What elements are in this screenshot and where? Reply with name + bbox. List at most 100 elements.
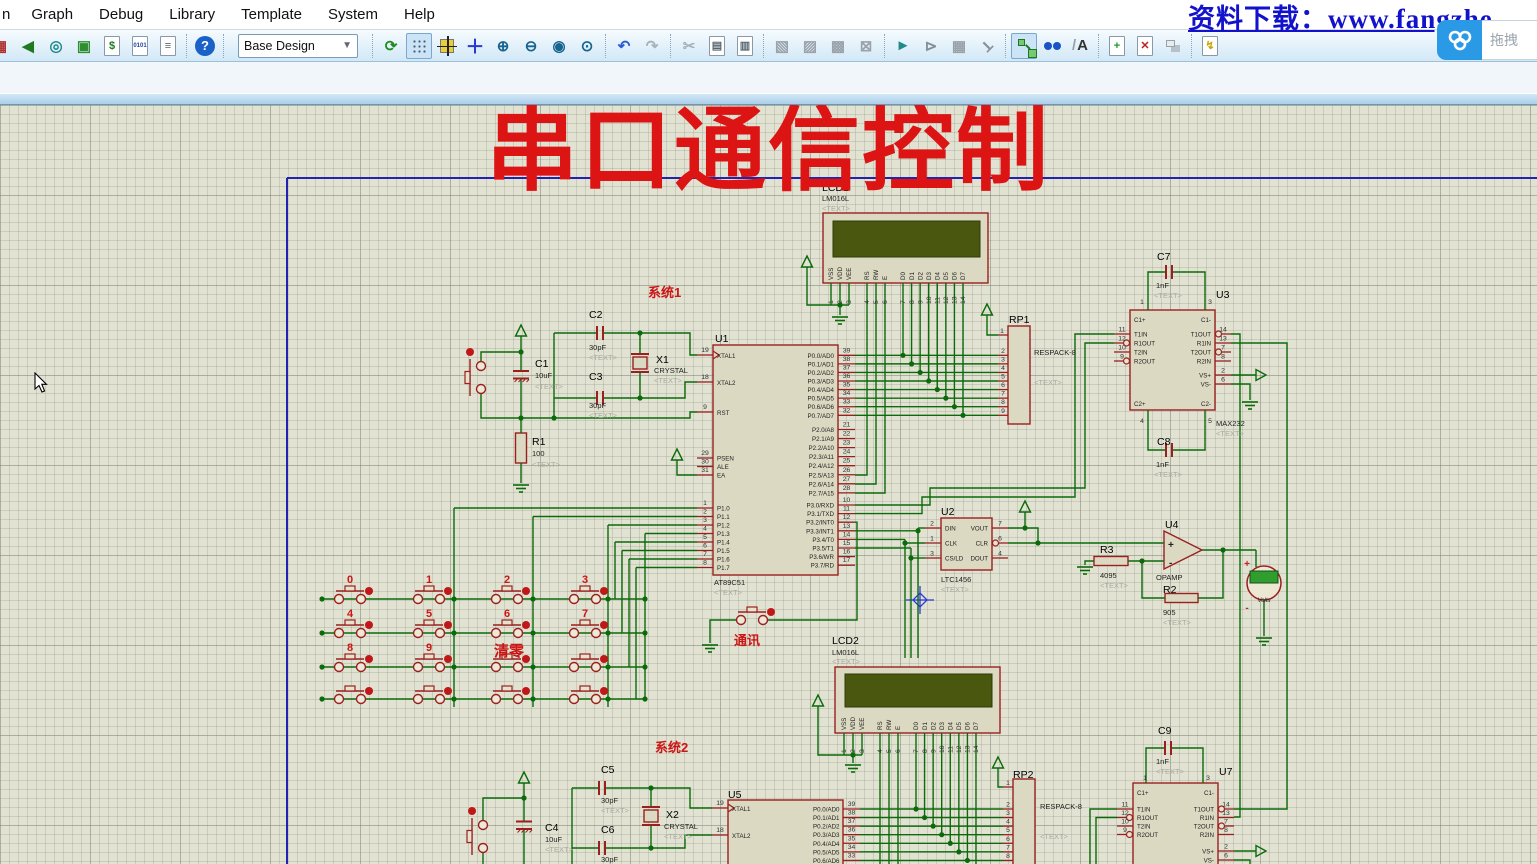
component-bodies[interactable] [286,177,1537,864]
sheet-title[interactable]: 串口通信控制 [485,100,1050,202]
keypad-button[interactable] [412,593,424,605]
property-assignment-icon[interactable]: A [1067,33,1093,59]
copy-icon[interactable]: ▤ [704,33,730,59]
electrical-check-icon[interactable]: ↯ [1197,33,1223,59]
menu-item-debug[interactable]: Debug [99,6,144,23]
new-sheet-icon[interactable]: + [1104,33,1130,59]
menu-item-system[interactable]: System [327,6,378,23]
keypad-button[interactable] [735,614,747,626]
keypad-button[interactable] [757,614,769,626]
keypad-button[interactable] [355,661,367,673]
menu-item-template[interactable]: Template [241,6,302,23]
keypad-button[interactable] [490,661,502,673]
text-report-icon[interactable]: ≡ [155,33,181,59]
block-move-icon[interactable]: ▨ [802,37,818,55]
pick-parts-icon[interactable]: ► [895,37,911,54]
menu-item-library[interactable]: Library [169,6,216,23]
zoom-area-icon[interactable]: ⊙ [580,37,594,55]
block-delete-icon[interactable]: ⊠ [859,37,873,55]
keypad-button[interactable] [512,627,524,639]
pan-icon[interactable]: ＋ [465,37,485,58]
r1-body[interactable] [514,432,528,464]
menu-item-graph[interactable]: Graph [31,6,74,23]
comm-label[interactable]: 通讯 [734,633,760,648]
find-component-icon[interactable]: ◎ [49,37,63,55]
redo-icon[interactable]: ↷ [645,37,659,55]
keypad-button[interactable] [568,661,580,673]
make-device-icon[interactable]: ⊳ [924,37,938,55]
menu-item-n[interactable]: n [2,6,11,23]
keypad-button[interactable] [412,693,424,705]
block-copy-icon[interactable]: ▧ [774,37,790,55]
decompose-icon[interactable]: T [977,36,997,55]
component-mode-icon[interactable]: ▦ [0,33,13,59]
origin-icon[interactable] [434,33,460,59]
prev-view-icon[interactable]: ◀ [22,37,34,55]
keypad-button[interactable] [590,693,602,705]
rp1-body[interactable] [1007,325,1031,425]
keypad-button[interactable] [434,593,446,605]
cut-icon[interactable]: ✂ [682,37,696,55]
keypad-button[interactable] [590,627,602,639]
keypad-button[interactable] [333,593,345,605]
packaging-tool-icon[interactable]: ▦ [951,37,967,55]
clear-label[interactable]: 清零 [494,642,525,660]
keypad-button[interactable] [490,627,502,639]
keypad-button[interactable] [333,661,345,673]
u5-body[interactable] [727,799,844,864]
u1-body[interactable] [712,344,839,576]
zoom-extents-icon[interactable]: ◉ [552,37,566,55]
keypad-button[interactable] [333,627,345,639]
system1-label[interactable]: 系统1 [648,285,681,300]
keypad-button[interactable] [590,661,602,673]
r3-body[interactable] [1093,555,1129,567]
goto-sheet-icon[interactable] [1160,33,1186,59]
grid-toggle-icon[interactable] [406,32,432,59]
keypad-button[interactable] [434,661,446,673]
u2-body[interactable] [940,517,993,571]
search-tag-icon[interactable] [1039,33,1065,59]
rp2-body[interactable] [1012,778,1036,864]
block-rotate-icon[interactable]: ▩ [830,37,846,55]
keypad-button[interactable] [590,593,602,605]
remove-sheet-icon[interactable]: ✕ [1132,33,1158,59]
keypad-button[interactable] [412,627,424,639]
binary-log-icon[interactable]: 0101 [127,33,153,59]
reset-button[interactable] [477,819,489,831]
zoom-out-icon[interactable]: ⊖ [524,37,538,55]
keypad-button[interactable] [568,593,580,605]
cloud-icon[interactable] [1437,20,1482,60]
keypad-button[interactable] [490,693,502,705]
keypad-button[interactable] [512,693,524,705]
u4-opamp-triangle[interactable] [1163,529,1204,571]
keypad-button[interactable] [512,661,524,673]
pcb-layout-icon[interactable]: ▣ [76,37,92,55]
design-combo[interactable]: Base Design ▼ [238,33,358,58]
keypad-button[interactable] [568,693,580,705]
keypad-button[interactable] [568,627,580,639]
menu-item-help[interactable]: Help [404,6,435,23]
keypad-button[interactable] [512,593,524,605]
reset-button[interactable] [477,842,489,854]
keypad-button[interactable] [412,661,424,673]
keypad-button[interactable] [434,693,446,705]
zoom-in-icon[interactable]: ⊕ [496,37,510,55]
keypad-button[interactable] [490,593,502,605]
keypad-button[interactable] [333,693,345,705]
reset-button[interactable] [475,360,487,372]
redraw-icon[interactable]: ⟳ [384,37,398,55]
cloud-drag-widget[interactable]: 拖拽 [1437,20,1537,60]
wire-autorouter-icon[interactable] [1011,32,1037,59]
keypad-button[interactable] [355,593,367,605]
system2-label[interactable]: 系统2 [655,740,688,755]
reset-button[interactable] [475,383,487,395]
paste-icon[interactable]: ▥ [732,33,758,59]
keypad-button[interactable] [355,627,367,639]
keypad-button[interactable] [434,627,446,639]
u3-body[interactable] [1129,309,1216,411]
u7-body[interactable] [1132,782,1219,864]
schematic-layer[interactable]: 系统1 系统2 清零 通讯 C1 C2 C3 R1 X1 U1 LCD1 RP1… [0,105,1537,864]
help-icon[interactable]: ? [192,33,218,59]
undo-icon[interactable]: ↶ [617,37,631,55]
keypad-button[interactable] [355,693,367,705]
